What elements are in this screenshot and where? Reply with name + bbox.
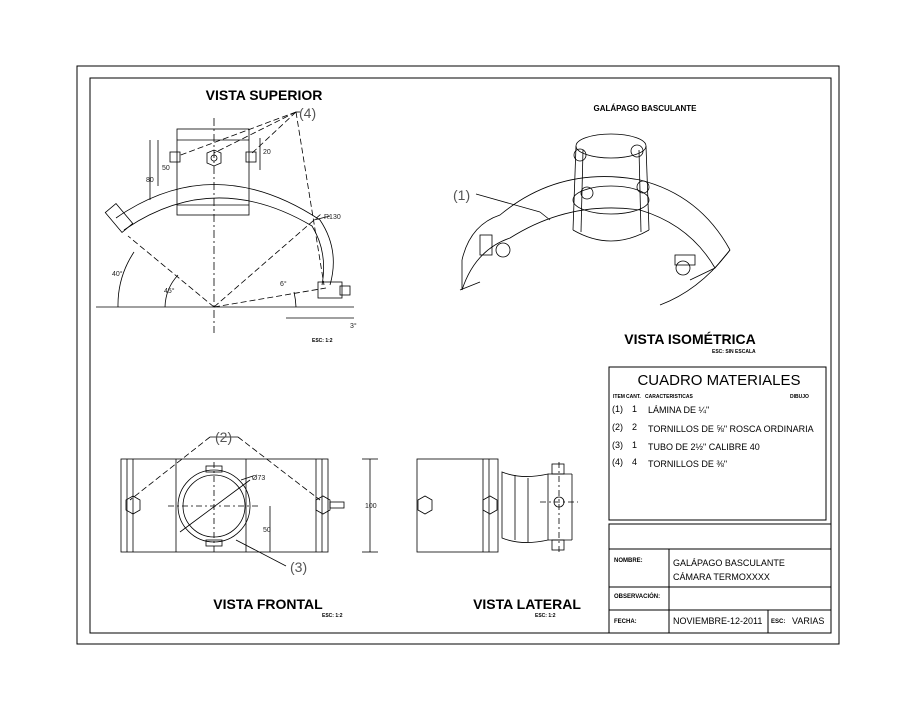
materials-row-3-item: (3) (612, 440, 623, 450)
outer-border (76, 65, 840, 645)
side-view-title: VISTA LATERAL (473, 596, 581, 612)
materials-row-4-qty: 4 (632, 457, 637, 467)
materials-row-3-desc: TUBO DE 2½" CALIBRE 40 (648, 442, 760, 452)
materials-row-4-desc: TORNILLOS DE ⅜" (648, 459, 727, 469)
materials-col-char: CARACTERISTICAS (645, 394, 693, 400)
materials-table: CUADRO MATERIALES ITEM CANT. CARACTERIST… (608, 366, 827, 521)
dim-100: 100 (365, 503, 377, 510)
front-view (120, 436, 378, 567)
callout-1: (1) (453, 187, 470, 203)
inner-border (89, 77, 832, 634)
iso-view-scale: ESC: SIN ESCALA (712, 349, 756, 355)
materials-row-1-qty: 1 (632, 404, 637, 414)
iso-subtitle: GALÁPAGO BASCULANTE (594, 104, 698, 113)
angle-6: 6° (280, 280, 287, 288)
materials-row-3-qty: 1 (632, 440, 637, 450)
tb-date-label: FECHA: (614, 619, 637, 625)
angle-3: 3° (350, 322, 357, 330)
materials-col-qty: CANT. (626, 394, 641, 400)
materials-title: CUADRO MATERIALES (637, 372, 800, 389)
materials-row-2-qty: 2 (632, 422, 637, 432)
dim-50-front: 50 (263, 527, 271, 534)
dim-20: 20 (263, 149, 271, 156)
angle-45: 45° (164, 287, 175, 295)
tb-obs-label: OBSERVACIÓN: (614, 592, 660, 600)
materials-col-draw: DIBUJO (790, 394, 809, 400)
materials-row-2-desc: TORNILLOS DE ⅝" ROSCA ORDINARIA (648, 424, 814, 434)
top-view-scale: ESC: 1:2 (312, 338, 333, 344)
dim-80: 80 (146, 177, 154, 184)
tb-name-label: NOMBRE: (614, 558, 643, 564)
dim-r130: R130 (324, 214, 341, 221)
callout-3: (3) (290, 559, 307, 575)
tb-scale-value: VARIAS (792, 616, 824, 626)
angle-40: 40° (112, 270, 123, 278)
callout-4: (4) (299, 105, 316, 121)
side-view (416, 458, 578, 553)
materials-row-2-item: (2) (612, 422, 623, 432)
materials-row-1-item: (1) (612, 404, 623, 414)
title-block (608, 523, 832, 634)
dim-50-top: 50 (162, 165, 170, 172)
dim-d73: Ø73 (252, 475, 265, 482)
side-view-scale: ESC: 1:2 (535, 613, 556, 619)
tb-name-line1: GALÁPAGO BASCULANTE (673, 558, 785, 568)
tb-date-value: NOVIEMBRE-12-2011 (673, 616, 762, 626)
callout-2: (2) (215, 429, 232, 445)
materials-row-1-desc: LÁMINA DE ¼" (648, 405, 709, 415)
top-view-title: VISTA SUPERIOR (206, 87, 323, 103)
materials-col-item: ITEM (613, 394, 625, 400)
front-view-title: VISTA FRONTAL (213, 596, 323, 612)
tb-scale-label: ESC: (771, 619, 785, 625)
top-view (96, 111, 354, 333)
front-view-scale: ESC: 1:2 (322, 613, 343, 619)
materials-row-4-item: (4) (612, 457, 623, 467)
tb-name-line2: CÁMARA TERMOXXXX (673, 572, 770, 582)
iso-view (459, 133, 731, 306)
iso-view-title: VISTA ISOMÉTRICA (624, 331, 755, 347)
